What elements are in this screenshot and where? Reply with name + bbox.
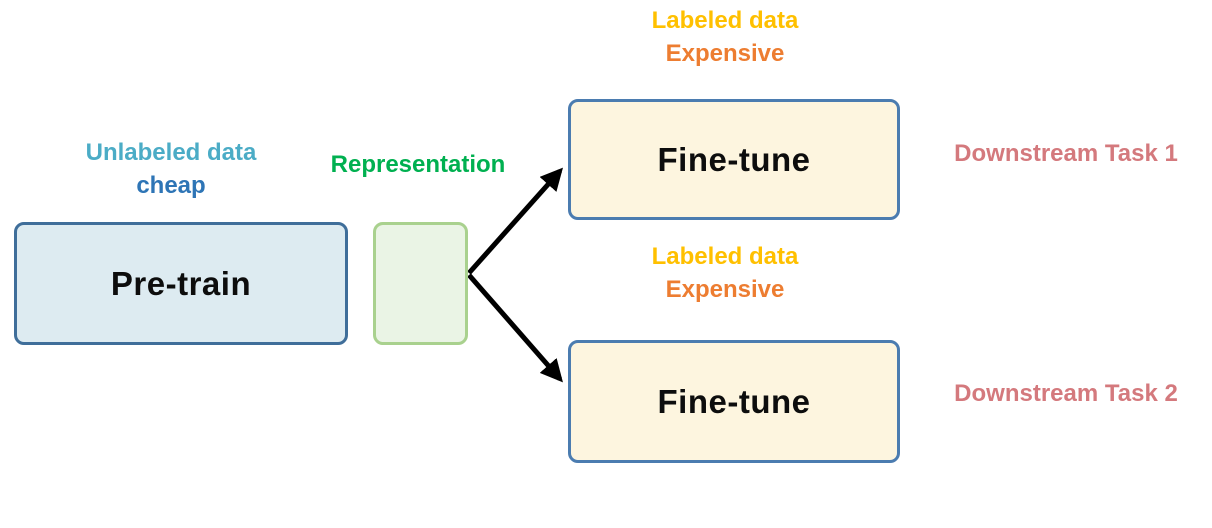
arrow-to-task1 — [467, 167, 563, 275]
downstream-task-2-text: Downstream Task 2 — [954, 380, 1178, 407]
unlabeled-data-annotation: Unlabeled data cheap — [21, 136, 321, 202]
representation-annotation: Representation — [268, 148, 568, 181]
finetune-1-label: Fine-tune — [657, 140, 811, 178]
representation-text: Representation — [330, 151, 506, 178]
expensive-top-text: Expensive — [665, 40, 785, 67]
representation-box — [373, 222, 468, 345]
finetune-box-2: Fine-tune — [568, 340, 900, 463]
finetune-box-1: Fine-tune — [568, 99, 900, 220]
downstream-task-2-annotation: Downstream Task 2 — [920, 377, 1212, 410]
cheap-text: cheap — [136, 172, 206, 199]
downstream-task-1-text: Downstream Task 1 — [954, 140, 1178, 167]
labeled-data-annotation-middle: Labeled data Expensive — [570, 240, 880, 306]
labeled-data-mid-text: Labeled data — [651, 243, 799, 270]
pretrain-label: Pre-train — [110, 264, 252, 302]
labeled-data-top-text: Labeled data — [651, 7, 799, 34]
downstream-task-1-annotation: Downstream Task 1 — [920, 137, 1212, 170]
unlabeled-data-text: Unlabeled data — [85, 139, 257, 166]
pretrain-box: Pre-train — [14, 222, 348, 345]
finetune-2-label: Fine-tune — [657, 382, 811, 420]
labeled-data-annotation-top: Labeled data Expensive — [570, 4, 880, 70]
expensive-mid-text: Expensive — [665, 276, 785, 303]
arrow-to-task2 — [467, 273, 563, 383]
